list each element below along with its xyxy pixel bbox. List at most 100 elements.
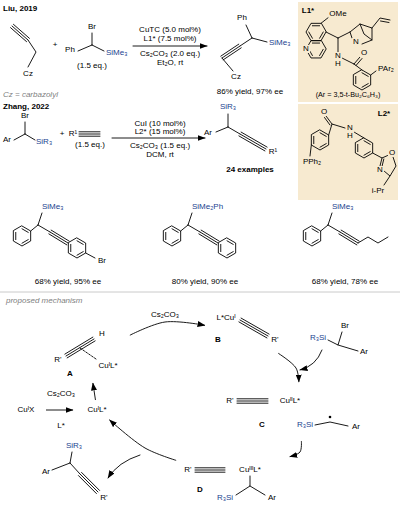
triple-bond <box>195 468 225 472</box>
label: SiMe₃ <box>269 39 290 47</box>
triple-bond <box>239 132 267 151</box>
label: SiMe₃ <box>106 49 127 57</box>
node-text: OMe <box>328 10 347 18</box>
benzene-ring <box>355 138 372 158</box>
node-text: R' <box>226 397 233 405</box>
cycle-arrow <box>130 322 205 336</box>
reaction-arrow <box>112 138 205 139</box>
triple-bond <box>49 230 69 245</box>
node-text: CuᴵᴵL* <box>280 397 300 405</box>
label: Cs₂CO₃ (2.0 eq.) <box>140 50 200 58</box>
label: Br <box>341 322 349 330</box>
label: SiR₃ <box>220 103 236 111</box>
triple-bond <box>339 230 359 245</box>
label: L* <box>57 422 65 430</box>
node-text: R₃Si <box>217 494 233 502</box>
node-text: N <box>352 38 360 46</box>
label: Zhang, 2022 <box>3 103 49 111</box>
label: Ar <box>360 348 368 356</box>
label: Ar <box>42 468 50 476</box>
cycle-arrow <box>278 353 299 382</box>
label: CuI (10 mol%) <box>134 120 185 128</box>
bond-lines <box>14 25 388 495</box>
cycle-arrow <box>109 420 176 461</box>
triple-bond <box>237 399 268 403</box>
ligand-box: L1*OMeNNNHOPAr₂(Ar = 3,5-t-Bu₂C₆H₃) <box>298 2 398 102</box>
feed-arrow <box>300 350 322 370</box>
triple-bond <box>199 230 219 245</box>
label: Cs₂CO₃ (1.5 eq.) <box>130 142 190 150</box>
node-text: O <box>320 108 328 116</box>
label: R¹ <box>269 148 277 156</box>
label: SiMe₃ <box>332 203 353 211</box>
intermediate: R' CuᴵᴵL* R₃Si Ar C <box>222 385 388 439</box>
node-text: L2* <box>378 110 390 118</box>
triple-bond <box>79 132 100 136</box>
cycle-arrow <box>46 410 73 411</box>
label: Liu, 2019 <box>3 5 37 13</box>
label: Ph <box>237 14 247 22</box>
label: Br <box>88 23 96 31</box>
node-text: H <box>346 132 354 140</box>
benzene-ring <box>311 130 328 150</box>
label: 24 examples <box>226 166 274 174</box>
node-text: C <box>259 421 265 429</box>
intermediate: CuᴵL* <box>76 402 118 418</box>
cycle-arrow <box>93 383 96 400</box>
node-text: B <box>215 336 221 344</box>
node-text: A <box>67 370 73 378</box>
connectors <box>46 322 301 461</box>
triple-bond <box>78 472 99 493</box>
benzene-ring <box>218 238 235 258</box>
label: L2* (15 mol%) <box>135 128 186 136</box>
node-text: CuᴵL* <box>98 362 117 370</box>
node-text: (Ar = 3,5-t-Bu₂C₆H₃) <box>316 91 381 98</box>
node-text: CuᴵᴵᴵL* <box>239 466 261 474</box>
triple-bond <box>239 318 269 338</box>
label: SiR₃ <box>36 138 52 146</box>
radical-dot <box>329 416 332 419</box>
node-text: Ar <box>352 423 360 431</box>
node-text: N <box>334 52 342 60</box>
intermediate: CuᴵX <box>8 402 44 418</box>
label: Ar <box>204 129 212 137</box>
bond-lines <box>310 116 396 185</box>
label: + <box>60 130 65 138</box>
cycle-arrow <box>290 441 302 457</box>
label: 80% yield, 90% ee <box>172 278 238 286</box>
label: 68% yield, 95% ee <box>35 278 101 286</box>
label: Ph <box>65 46 75 54</box>
structures <box>11 24 388 495</box>
label: R¹ <box>69 130 77 138</box>
benzene-ring <box>306 23 326 40</box>
label: Et₂O, rt <box>157 59 183 67</box>
label: Cz <box>231 73 241 81</box>
label: 86% yield, 97% ee <box>217 88 283 96</box>
node-text: R₃Si <box>297 421 313 429</box>
coordination-bond <box>80 348 96 359</box>
node-text: R' <box>271 336 278 344</box>
ligand-box: L2*ONHPPh₂NOi-Pr <box>298 104 398 200</box>
label: (1.5 eq.) <box>75 141 105 149</box>
ligand-structure <box>298 2 398 102</box>
node-text: L1* <box>302 7 314 15</box>
divider <box>0 292 400 293</box>
label: R' <box>100 494 107 502</box>
edge-label: Cs₂CO₃ <box>150 311 180 319</box>
node-text: H <box>334 60 342 68</box>
label: (1.5 eq.) <box>77 62 107 70</box>
node-text: L*Cuᴵ <box>216 314 235 322</box>
release-arrow <box>108 455 140 478</box>
node-text: R' <box>54 356 61 364</box>
node-text: PAr₂ <box>377 65 395 73</box>
benzene-ring <box>163 226 180 246</box>
intermediate: HR'CuᴵL*A <box>48 322 128 380</box>
node-text: D <box>197 486 203 494</box>
node-text: CuᴵL* <box>87 406 106 414</box>
label: SiMe₃ <box>42 203 63 211</box>
label: + <box>53 41 58 49</box>
benzene-ring <box>13 226 30 246</box>
intermediate: R'CuᴵᴵᴵL*R₃SiArD <box>178 458 288 508</box>
node-text: CuᴵX <box>18 406 35 414</box>
label: Br <box>21 112 29 120</box>
